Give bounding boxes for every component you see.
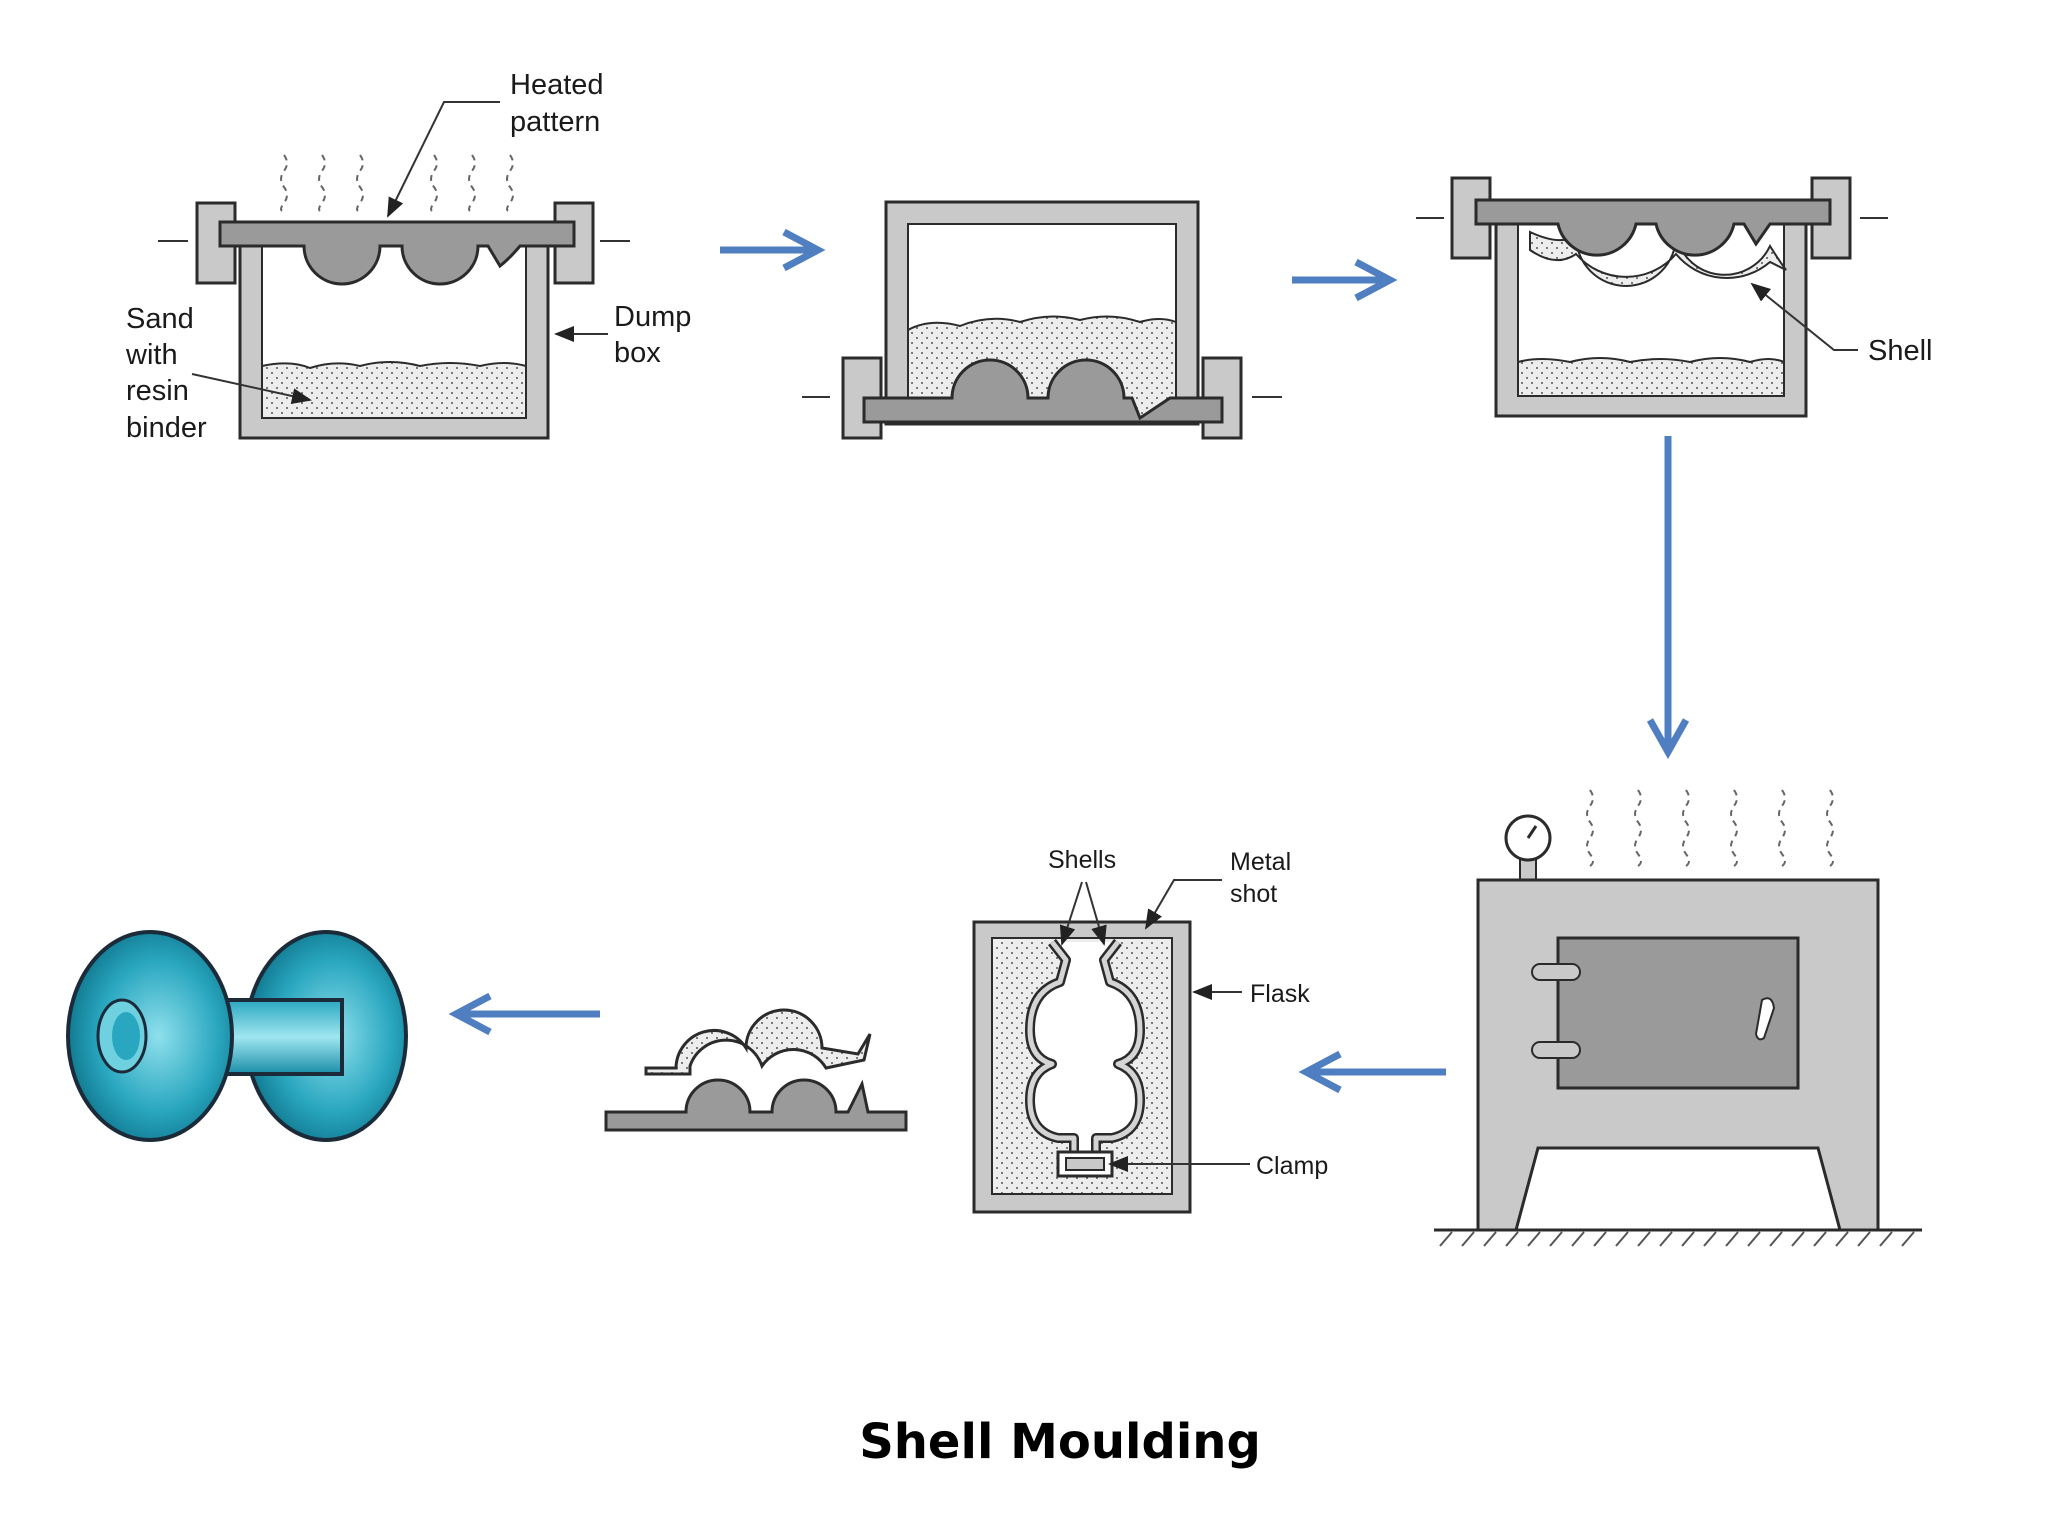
flow-arrow-5: [448, 992, 600, 1036]
label-flask: Flask: [1250, 980, 1310, 1008]
flow-arrow-2: [1292, 258, 1398, 302]
label-metal-shot-2: shot: [1230, 880, 1277, 908]
label-sand-2: with: [125, 339, 178, 371]
label-clamp: Clamp: [1256, 1152, 1328, 1180]
flow-arrow-1: [720, 228, 826, 272]
flow-arrow-3: [1646, 436, 1690, 760]
label-metal-shot-1: Metal: [1230, 848, 1291, 876]
step2-inverted-box: [802, 200, 1282, 440]
label-dump-1: Dump: [614, 301, 691, 333]
step4-curing-oven: [1434, 789, 1922, 1247]
label-heated-pattern-1: Heated: [510, 69, 604, 101]
flow-arrow-4: [1298, 1050, 1446, 1094]
label-sand-1: Sand: [126, 303, 194, 335]
label-shells: Shells: [1048, 846, 1116, 874]
step5-flask: [972, 879, 1250, 1214]
label-heated-pattern-2: pattern: [510, 106, 600, 138]
step1-dump-box: [158, 101, 630, 440]
label-dump-2: box: [614, 337, 661, 369]
label-shell: Shell: [1868, 335, 1933, 367]
label-sand-4: binder: [126, 412, 207, 444]
diagram-title: Shell Moulding: [859, 1414, 1261, 1470]
label-sand-3: resin: [126, 375, 189, 407]
step6-shell-stripped: [604, 1008, 908, 1132]
step3-shell-formed: [1416, 176, 1888, 418]
finished-casting: [66, 930, 408, 1142]
